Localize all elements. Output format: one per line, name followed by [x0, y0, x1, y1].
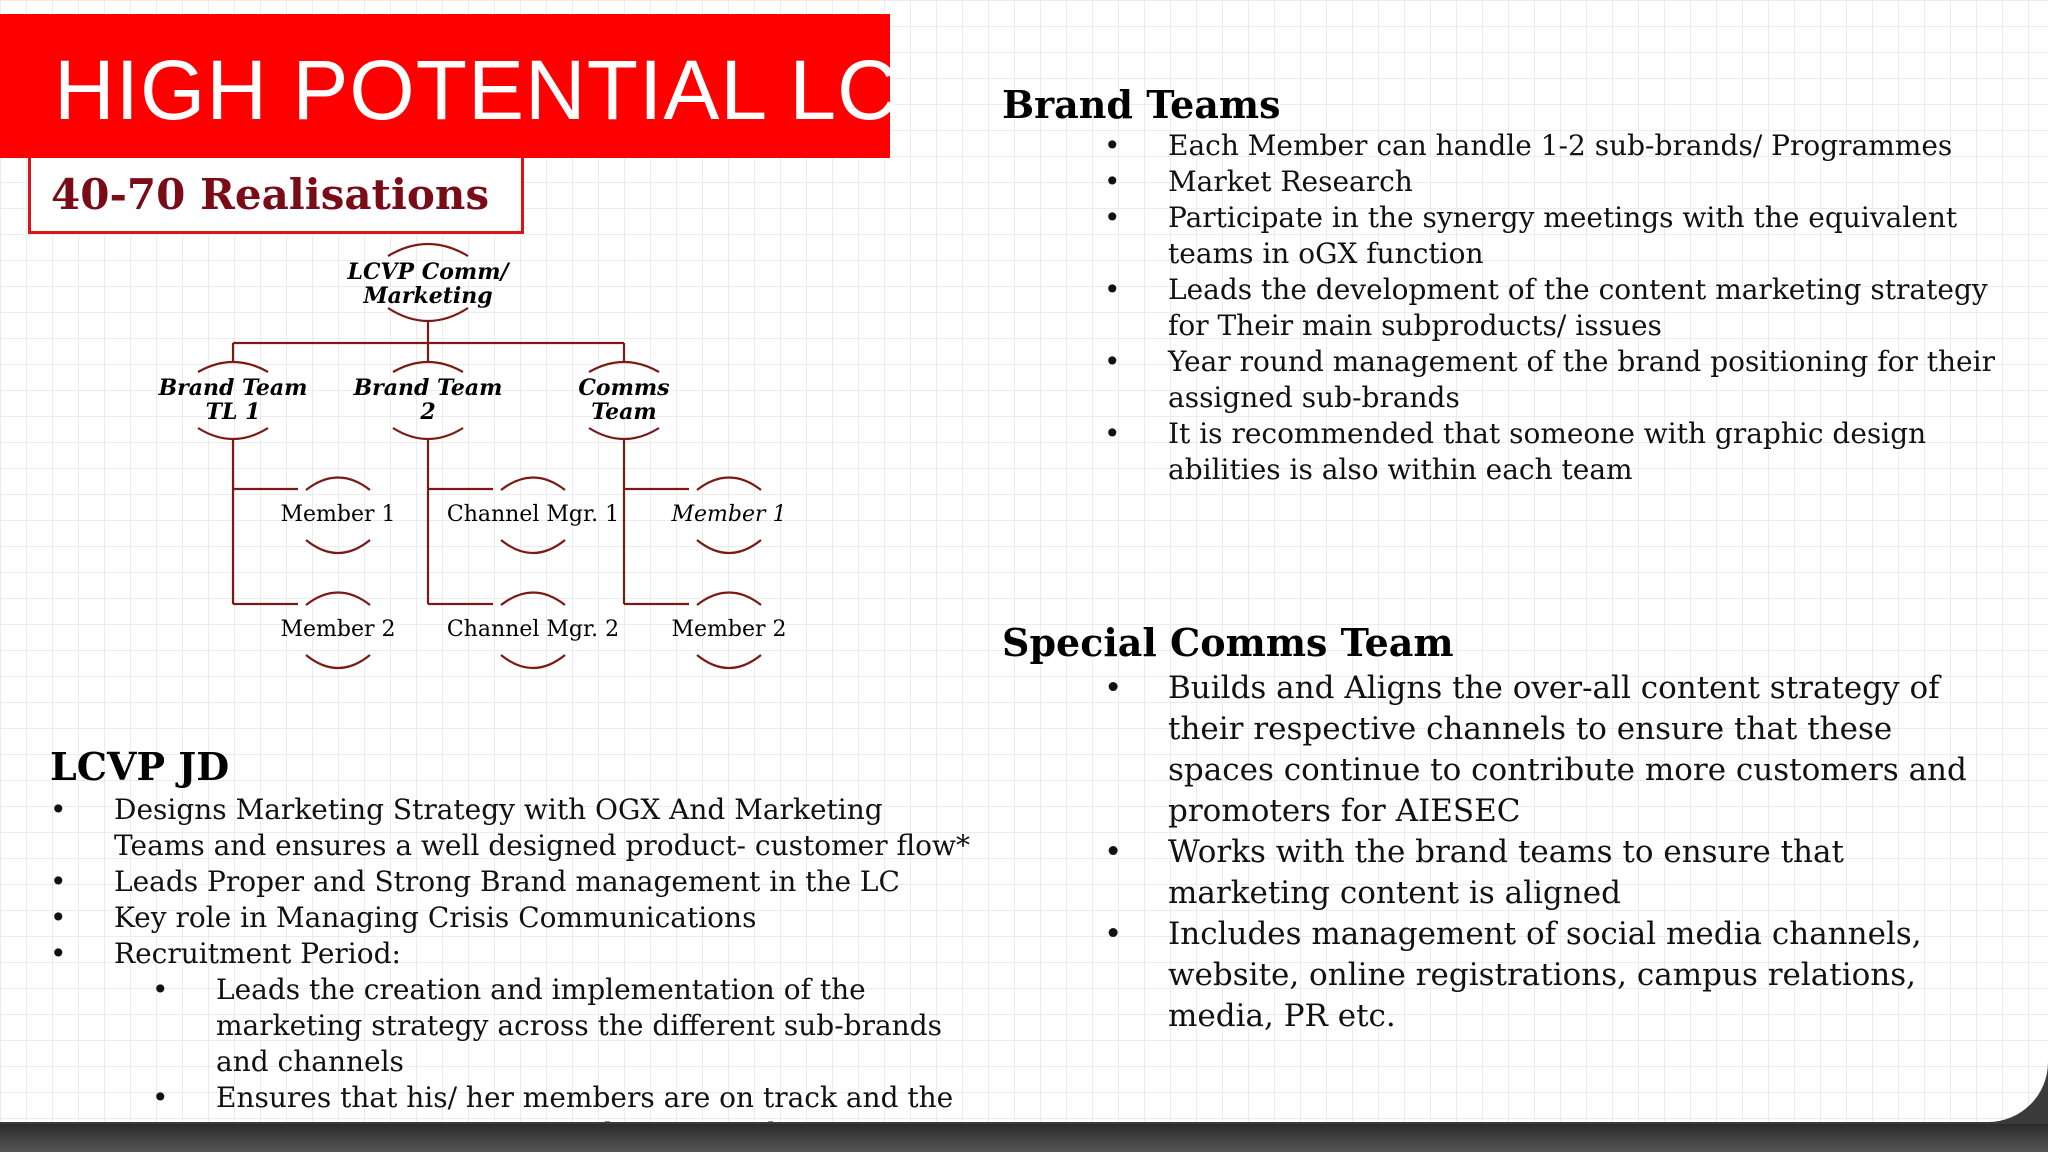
- org-chart: [197, 242, 762, 669]
- list-item: • Leads Proper and Strong Brand managemen…: [50, 864, 974, 900]
- org-node-line2: 2: [420, 399, 436, 425]
- lcvp-jd-heading: LCVP JD: [50, 744, 230, 789]
- org-node-line1: Brand Team: [158, 375, 308, 401]
- org-node-line2: TL 1: [205, 399, 261, 425]
- org-connectors: [197, 242, 762, 669]
- bullet-icon: •: [50, 793, 67, 826]
- special-comms-heading: Special Comms Team: [1002, 620, 1454, 665]
- bullet-icon: •: [1104, 165, 1121, 198]
- bullet-icon: •: [152, 973, 169, 1006]
- list-item: • Each Member can handle 1-2 sub-brands/ …: [1104, 128, 2008, 164]
- bullet-icon: •: [1104, 345, 1121, 378]
- list-item-text: Leads the development of the content mar…: [1168, 273, 1988, 342]
- list-item: • Leads the creation and implementation o…: [152, 972, 976, 1080]
- bullet-icon: •: [50, 865, 67, 898]
- org-node-root: LCVP Comm/ Marketing: [328, 260, 528, 308]
- slide: HIGH POTENTIAL LC 40-70 Realisations: [0, 0, 2048, 1122]
- special-comms-list: • Builds and Aligns the over-all content …: [1104, 668, 1968, 1037]
- list-item-text: Year round management of the brand posit…: [1168, 345, 1995, 414]
- bullet-icon: •: [152, 1081, 169, 1114]
- org-member: Member 2: [280, 617, 396, 642]
- list-item-text: Leads the creation and implementation of…: [216, 973, 943, 1078]
- list-item: • Participate in the synergy meetings wit…: [1104, 200, 2008, 272]
- list-item: • Designs Marketing Strategy with OGX And…: [50, 792, 974, 864]
- org-node-comms-team: Comms Team: [524, 376, 724, 424]
- list-item: • Recruitment Period:: [50, 936, 974, 972]
- list-item: • It is recommended that someone with gra…: [1104, 416, 2008, 488]
- org-node-brand-team-2: Brand Team 2: [328, 376, 528, 424]
- list-item-text: Each Member can handle 1-2 sub-brands/ P…: [1168, 129, 1953, 162]
- list-item: • Key role in Managing Crisis Communicati…: [50, 900, 974, 936]
- org-member: Member 2: [671, 617, 787, 642]
- bullet-icon: •: [1104, 834, 1123, 870]
- list-item-text: Market Research: [1168, 165, 1413, 198]
- bottom-frame: [0, 1124, 2048, 1152]
- bullet-icon: •: [50, 937, 67, 970]
- org-member: Channel Mgr. 1: [446, 502, 620, 527]
- root-arc-bottom: [387, 307, 469, 323]
- list-item: • Builds and Aligns the over-all content …: [1104, 668, 1968, 832]
- org-node-line1: Brand Team: [353, 375, 503, 401]
- list-item-text: Key role in Managing Crisis Communicatio…: [114, 901, 757, 934]
- title-banner: HIGH POTENTIAL LC: [0, 14, 898, 158]
- list-item-text: Designs Marketing Strategy with OGX And …: [114, 793, 970, 862]
- lcvp-jd-list: • Designs Marketing Strategy with OGX And…: [50, 792, 974, 972]
- root-arc-top: [387, 242, 469, 257]
- slide-title: HIGH POTENTIAL LC: [54, 43, 899, 137]
- slide-subtitle: 40-70 Realisations: [51, 170, 490, 219]
- list-item: • Works with the brand teams to ensure th…: [1104, 832, 1968, 914]
- lcvp-jd-sublist: • Leads the creation and implementation o…: [152, 972, 976, 1122]
- list-item-text: Works with the brand teams to ensure tha…: [1168, 834, 1844, 911]
- org-member: Member 1: [671, 502, 787, 527]
- bullet-icon: •: [1104, 916, 1123, 952]
- brand-teams-heading: Brand Teams: [1002, 82, 1281, 127]
- list-item-text: Builds and Aligns the over-all content s…: [1168, 670, 1967, 829]
- org-node-line2: Team: [591, 399, 657, 425]
- org-member: Member 1: [280, 502, 396, 527]
- list-item: • Ensures that his/ her members are on tr…: [152, 1080, 976, 1122]
- brand-teams-list: • Each Member can handle 1-2 sub-brands/ …: [1104, 128, 2008, 488]
- list-item: • Year round management of the brand posi…: [1104, 344, 2008, 416]
- org-node-root-line1: LCVP Comm/: [347, 259, 509, 285]
- org-node-brand-team-1: Brand Team TL 1: [133, 376, 333, 424]
- bullet-icon: •: [1104, 273, 1121, 306]
- list-item: • Market Research: [1104, 164, 2008, 200]
- realisations-box: 40-70 Realisations: [28, 158, 524, 234]
- org-node-line1: Comms: [578, 375, 670, 401]
- list-item-text: It is recommended that someone with grap…: [1168, 417, 1927, 486]
- org-node-root-line2: Marketing: [363, 283, 493, 309]
- list-item: • Leads the development of the content ma…: [1104, 272, 2008, 344]
- bullet-icon: •: [1104, 670, 1123, 706]
- bullet-icon: •: [1104, 201, 1121, 234]
- list-item-text: Leads Proper and Strong Brand management…: [114, 865, 900, 898]
- list-item: • Includes management of social media cha…: [1104, 914, 1968, 1037]
- bullet-icon: •: [50, 901, 67, 934]
- list-item-text: Includes management of social media chan…: [1168, 916, 1922, 1034]
- bullet-icon: •: [1104, 129, 1121, 162]
- bullet-icon: •: [1104, 417, 1121, 450]
- org-member: Channel Mgr. 2: [446, 617, 620, 642]
- list-item-text: Ensures that his/ her members are on tra…: [216, 1081, 954, 1122]
- list-item-text: Participate in the synergy meetings with…: [1168, 201, 1958, 270]
- list-item-text: Recruitment Period:: [114, 937, 401, 970]
